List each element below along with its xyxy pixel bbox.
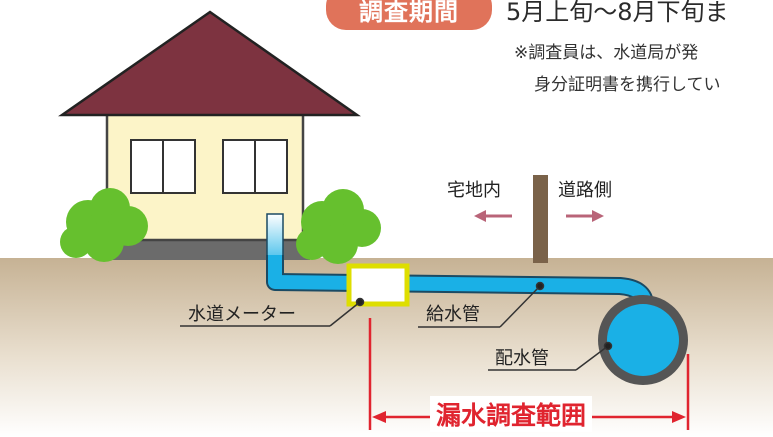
leader-lines: [180, 281, 613, 371]
survey-period-text: 5月上旬～8月下旬ま: [506, 0, 729, 26]
note-line-1: ※調査員は、水道局が発: [514, 43, 699, 63]
note-line-2: 身分証明書を携行してい: [534, 75, 721, 95]
label-distribution-pipe: 配水管: [495, 348, 549, 369]
distribution-pipe-inner: [607, 304, 679, 376]
house-foundation: [100, 238, 310, 260]
window-right: [222, 139, 288, 194]
label-supply-pipe: 給水管: [426, 304, 480, 325]
label-takuchi-nai: 宅地内: [447, 180, 501, 201]
label-leak-survey-range: 漏水調査範囲: [430, 396, 593, 432]
bush-right: [296, 189, 381, 264]
label-douro-gawa: 道路側: [558, 180, 612, 201]
window-left: [130, 139, 196, 194]
label-water-meter: 水道メーター: [188, 304, 296, 325]
water-meter: [346, 263, 410, 307]
arrow-left-icon: [474, 210, 512, 222]
bush-left: [60, 188, 148, 262]
boundary-post: [533, 175, 548, 263]
arrow-right-icon: [566, 210, 604, 222]
house-roof: [58, 10, 361, 117]
survey-period-badge: 調査期間: [326, 0, 492, 30]
